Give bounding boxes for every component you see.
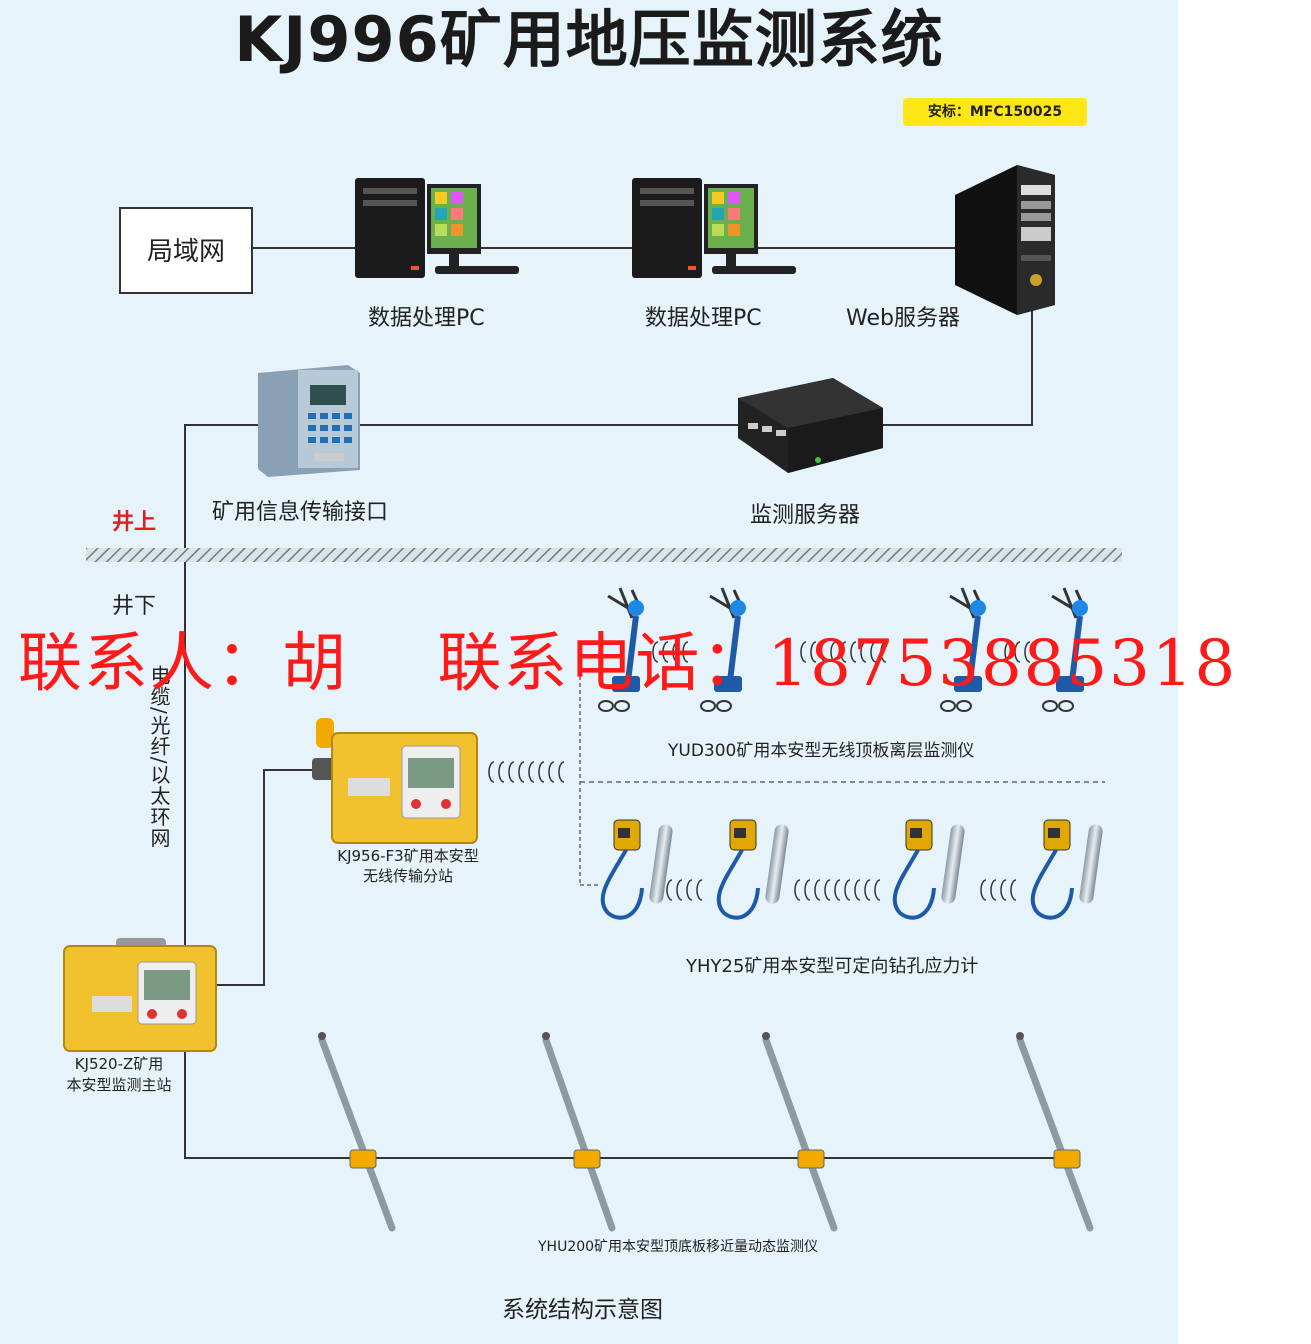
link-interface-down	[184, 424, 258, 950]
desktop-pc-icon	[632, 178, 796, 278]
below-ground-label: 井下	[112, 594, 157, 619]
yud-label: YUD300矿用本安型无线顶板离层监测仪	[668, 741, 975, 761]
stress-gauge-icon	[1030, 819, 1103, 920]
diagram-caption: 系统结构示意图	[502, 1297, 663, 1323]
stress-gauge-icon	[600, 819, 673, 920]
displacement-rod-icon	[542, 1032, 616, 1232]
server-tower-icon	[955, 165, 1055, 315]
pc2-label: 数据处理PC	[645, 306, 762, 331]
above-ground-label: 井上	[112, 510, 157, 535]
yhy-label: YHY25矿用本安型可定向钻孔应力计	[686, 956, 979, 977]
link-main-substation	[215, 769, 318, 986]
cable-label: 电缆/光纤/以太环网	[147, 665, 171, 849]
substation-label: KJ956-F3矿用本安型 无线传输分站	[337, 847, 479, 885]
monitor-server-label: 监测服务器	[750, 503, 861, 528]
interface-box-icon	[258, 365, 360, 477]
station-box-icon	[63, 938, 217, 1052]
anchor-sensor-icon	[700, 587, 746, 712]
interface-label: 矿用信息传输接口	[212, 500, 389, 525]
anchor-sensor-icon	[598, 587, 644, 712]
wireless-signal-icon	[652, 641, 1031, 663]
station-box-icon	[312, 718, 478, 844]
stress-gauge-icon	[716, 819, 789, 920]
link-main-yhu	[184, 1040, 1080, 1159]
ground-divider	[86, 548, 1122, 562]
lan-box: 局域网	[119, 207, 253, 294]
displacement-rod-icon	[318, 1032, 396, 1232]
anchor-sensor-icon	[940, 587, 986, 712]
pc1-label: 数据处理PC	[368, 306, 485, 331]
wireless-signal-icon	[488, 761, 565, 783]
contact-watermark: 联系人：胡 联系电话：18753885318	[18, 627, 1238, 701]
anchor-sensor-icon	[1042, 587, 1088, 712]
web-server-label: Web服务器	[846, 306, 960, 331]
displacement-rod-icon	[1016, 1032, 1094, 1232]
link-web-monitor	[880, 310, 1033, 426]
desktop-pc-icon	[355, 178, 519, 278]
yhu-label: YHU200矿用本安型顶底板移近量动态监测仪	[538, 1239, 819, 1255]
stress-gauge-icon	[892, 819, 965, 920]
diagram-title: KJ996矿用地压监测系统	[234, 3, 944, 76]
wireless-signal-icon	[666, 879, 1017, 901]
displacement-rod-icon	[762, 1032, 838, 1232]
main-station-label: KJ520-Z矿用 本安型监测主站	[66, 1055, 172, 1094]
mini-server-icon	[738, 378, 883, 473]
certificate-badge: 安标：MFC150025	[903, 98, 1087, 126]
